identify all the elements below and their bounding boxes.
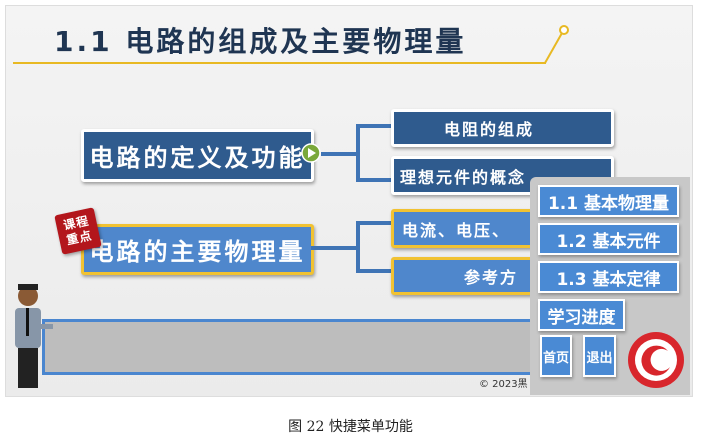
play-icon[interactable]: [301, 143, 321, 163]
connector-line: [356, 178, 391, 182]
slide-title: 1.1 电路的组成及主要物理量: [54, 25, 467, 58]
key-point-badge: 课程 重点: [54, 207, 102, 255]
menu-item-basic-quantities[interactable]: 1.1 基本物理量: [538, 185, 679, 217]
connector-line: [321, 152, 358, 156]
figure-caption: 图 22 快捷菜单功能: [288, 419, 413, 435]
title-underline: [13, 62, 546, 64]
presenter-avatar-icon: [15, 284, 53, 388]
exit-button[interactable]: 退出: [583, 335, 616, 377]
connector-line: [356, 269, 391, 273]
connector-line: [356, 124, 360, 182]
connector-line: [311, 246, 358, 250]
menu-item-progress[interactable]: 学习进度: [538, 299, 625, 331]
node-circuit-definition[interactable]: 电路的定义及功能: [81, 129, 314, 182]
menu-item-basic-laws[interactable]: 1.3 基本定律: [538, 261, 679, 293]
quick-menu: 1.1 基本物理量 1.2 基本元件 1.3 基本定律 学习进度 首页 退出: [530, 177, 690, 395]
node-resistor-composition[interactable]: 电阻的组成: [391, 109, 614, 147]
home-button[interactable]: 首页: [540, 335, 572, 377]
connector-line: [356, 221, 360, 273]
menu-item-basic-elements[interactable]: 1.2 基本元件: [538, 223, 679, 255]
connector-line: [356, 124, 391, 128]
title-decoration-icon: [544, 25, 569, 64]
node-main-quantities[interactable]: 电路的主要物理量: [81, 224, 314, 275]
subtitle-box: [42, 319, 548, 375]
connector-line: [356, 221, 391, 225]
university-logo-icon: [628, 332, 684, 388]
copyright: © 2023黑: [479, 379, 528, 390]
